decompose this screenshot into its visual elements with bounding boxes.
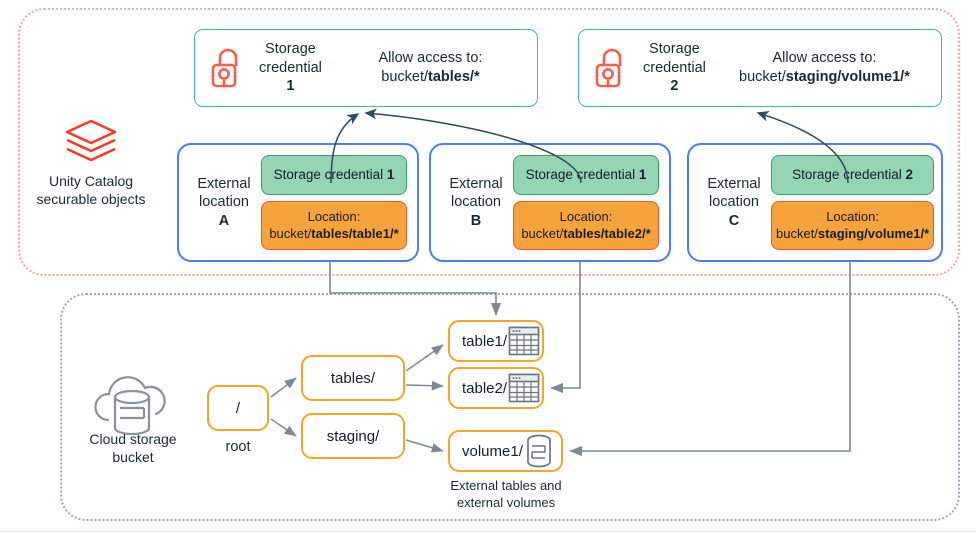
location-chip[interactable]: Location: bucket/tables/table2/* [513, 200, 659, 251]
cloud-storage-region-outline [60, 293, 960, 521]
credential-allow-access: Allow access to: bucket/tables/* [378, 50, 483, 85]
tree-node-tables[interactable]: tables/ [301, 355, 405, 401]
tree-node-staging[interactable]: staging/ [301, 413, 405, 459]
tree-node-root-caption: root [225, 439, 251, 455]
credential-chip[interactable]: Storage credential 1 [261, 154, 407, 195]
external-tables-volumes-caption: External tables and external volumes [450, 478, 562, 510]
credential-chip[interactable]: Storage credential 1 [513, 154, 659, 195]
tree-node-root[interactable]: / [207, 385, 269, 431]
bottom-divider [0, 531, 976, 532]
volume-database-icon [527, 434, 551, 468]
cloud-storage-caption: Cloud storage bucket [89, 431, 177, 466]
unity-catalog-caption: Unity Catalog securable objects [36, 173, 146, 208]
table-icon [508, 326, 540, 356]
tree-node-table2[interactable]: table2/ [448, 367, 544, 409]
table-icon [508, 373, 540, 403]
tree-node-table1[interactable]: table1/ [448, 320, 544, 362]
cloud-database-icon [94, 376, 166, 436]
location-chip[interactable]: Location: bucket/staging/volume1/* [771, 200, 935, 251]
location-chip[interactable]: Location: bucket/tables/table1/* [261, 200, 407, 251]
tree-node-volume1[interactable]: volume1/ [448, 430, 563, 472]
databricks-layers-icon [65, 119, 117, 162]
lock-icon [211, 48, 238, 88]
lock-icon [595, 48, 622, 88]
credential-chip[interactable]: Storage credential 2 [771, 154, 935, 195]
credential-allow-access: Allow access to: bucket/staging/volume1/… [739, 50, 910, 85]
